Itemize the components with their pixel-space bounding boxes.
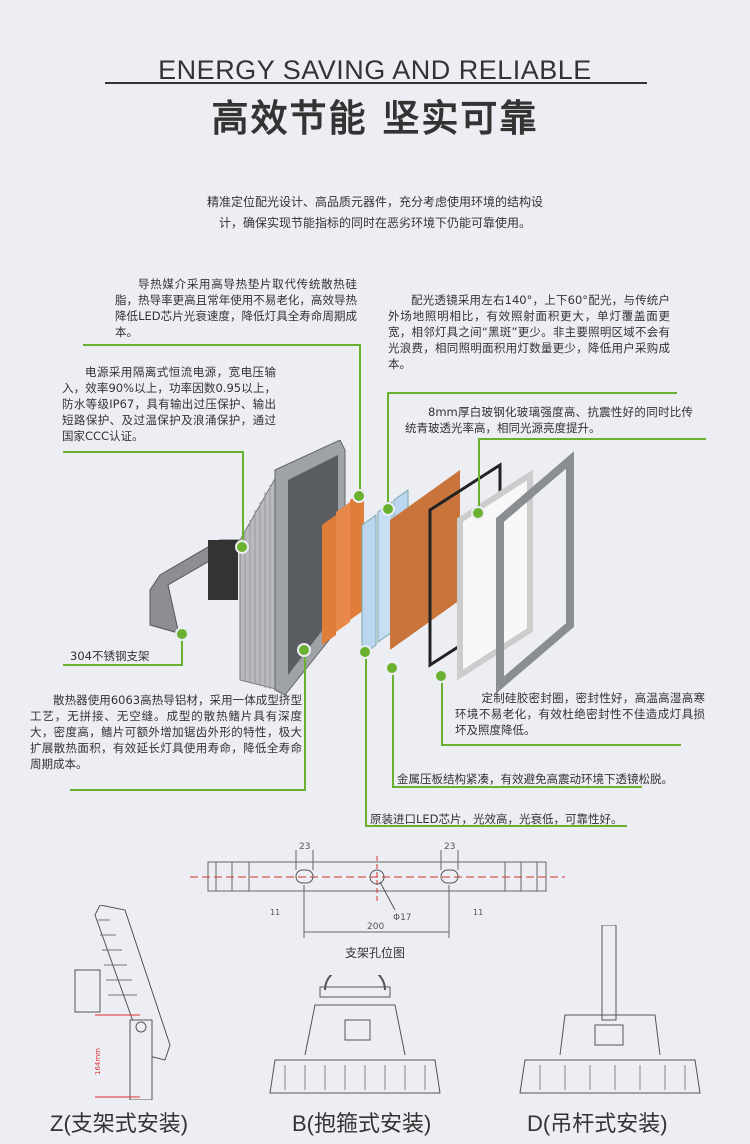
install-label-d: D(吊杆式安装) <box>527 1111 668 1136</box>
dim-hole: Φ17 <box>393 913 412 923</box>
intro-line-2: 计，确保实现节能指标的同时在恶劣环境下仍能可靠使用。 <box>218 216 531 230</box>
install-label-z: Z(支架式安装) <box>50 1111 189 1136</box>
callout-heatsink: 散热器使用6063高热导铝材，采用一体成型挤型工艺，无拼接、无空缝。成型的散热鳍… <box>30 693 302 771</box>
callout-dot <box>358 645 372 659</box>
thermal-pads <box>322 490 364 645</box>
leader-line <box>441 678 443 746</box>
dim-height-left: 11 <box>270 908 280 917</box>
callout-dot <box>352 489 366 503</box>
dim-slot-right: 23 <box>444 842 455 852</box>
callout-dot <box>385 661 399 675</box>
dim-span: 200 <box>367 922 384 932</box>
pole-mount-drawing <box>519 925 701 1094</box>
leader-line <box>70 789 306 791</box>
leader-line <box>365 825 627 827</box>
dim-slot-left: 23 <box>299 842 310 852</box>
title-chinese: 高效节能 坚实可靠 <box>211 97 539 140</box>
leader-line <box>63 664 183 666</box>
callout-dot <box>235 540 249 554</box>
leader-line <box>387 392 677 394</box>
intro-text: 精准定位配光设计、高品质元器件，充分考虑使用环境的结构设 计，确保实现节能指标的… <box>150 192 600 234</box>
leader-line <box>478 438 706 440</box>
callout-dot <box>381 502 395 516</box>
height-dim-label: 164mm <box>94 1048 102 1075</box>
leader-line <box>242 451 244 544</box>
leader-line <box>83 344 361 346</box>
callout-thermal-pad: 导热媒介采用高导热垫片取代传统散热硅脂，热导率更高且常年使用不易老化，高效导热降… <box>115 277 357 339</box>
drawing-caption: 支架孔位图 <box>344 946 405 960</box>
intro-line-1: 精准定位配光设计、高品质元器件，充分考虑使用环境的结构设 <box>206 195 543 209</box>
callout-dot <box>175 627 189 641</box>
leader-line <box>392 670 394 788</box>
install-label-b: B(抱箍式安装) <box>292 1111 432 1136</box>
callout-dot <box>297 643 311 657</box>
exploded-lamp-illustration <box>149 440 574 696</box>
leader-line <box>441 744 681 746</box>
callout-seal: 定制硅胶密封圈，密封性好，高温高湿高寒环境不易老化，有效杜绝密封性不佳造成灯具损… <box>455 691 705 737</box>
front-frame <box>496 451 574 694</box>
callout-lens: 配光透镜采用左右140°，上下60°配光，与传统户外场地照明相比，有效照射面积更… <box>388 293 670 371</box>
callout-bracket: 304不锈钢支架 <box>70 649 150 663</box>
callout-dot <box>471 506 485 520</box>
title-divider <box>105 82 647 84</box>
dim-height-right: 11 <box>473 908 483 917</box>
bracket-mount-drawing: 164mm <box>74 905 171 1100</box>
callout-metal-plate: 金属压板结构紧凑，有效避免高震动环境下透镜松脱。 <box>397 772 673 786</box>
leader-line <box>387 392 389 507</box>
callout-dot <box>434 669 448 683</box>
leader-line <box>478 438 480 510</box>
bracket-hole-drawing: 23 23 Φ17 200 11 11 <box>190 842 565 938</box>
leader-line <box>359 344 361 494</box>
leader-line <box>304 652 306 791</box>
callout-glass: 8mm厚白玻钢化玻璃强度高、抗震性好的同时比传统青玻透光率高，相同光源亮度提升。 <box>405 405 693 435</box>
callout-led-chip: 原装进口LED芯片，光效高，光衰低，可靠性好。 <box>370 812 623 826</box>
hoop-mount-drawing <box>269 975 441 1094</box>
title-english: ENERGY SAVING AND RELIABLE <box>158 55 592 85</box>
leader-line <box>365 654 367 827</box>
leader-line <box>181 636 183 666</box>
callout-power-supply: 电源采用隔离式恒流电源，宽电压输入，效率90%以上，功率因数0.95以上，防水等… <box>62 365 276 443</box>
leader-line <box>392 786 642 788</box>
glass <box>457 469 533 681</box>
led-board <box>390 470 460 650</box>
leader-line <box>63 451 244 453</box>
